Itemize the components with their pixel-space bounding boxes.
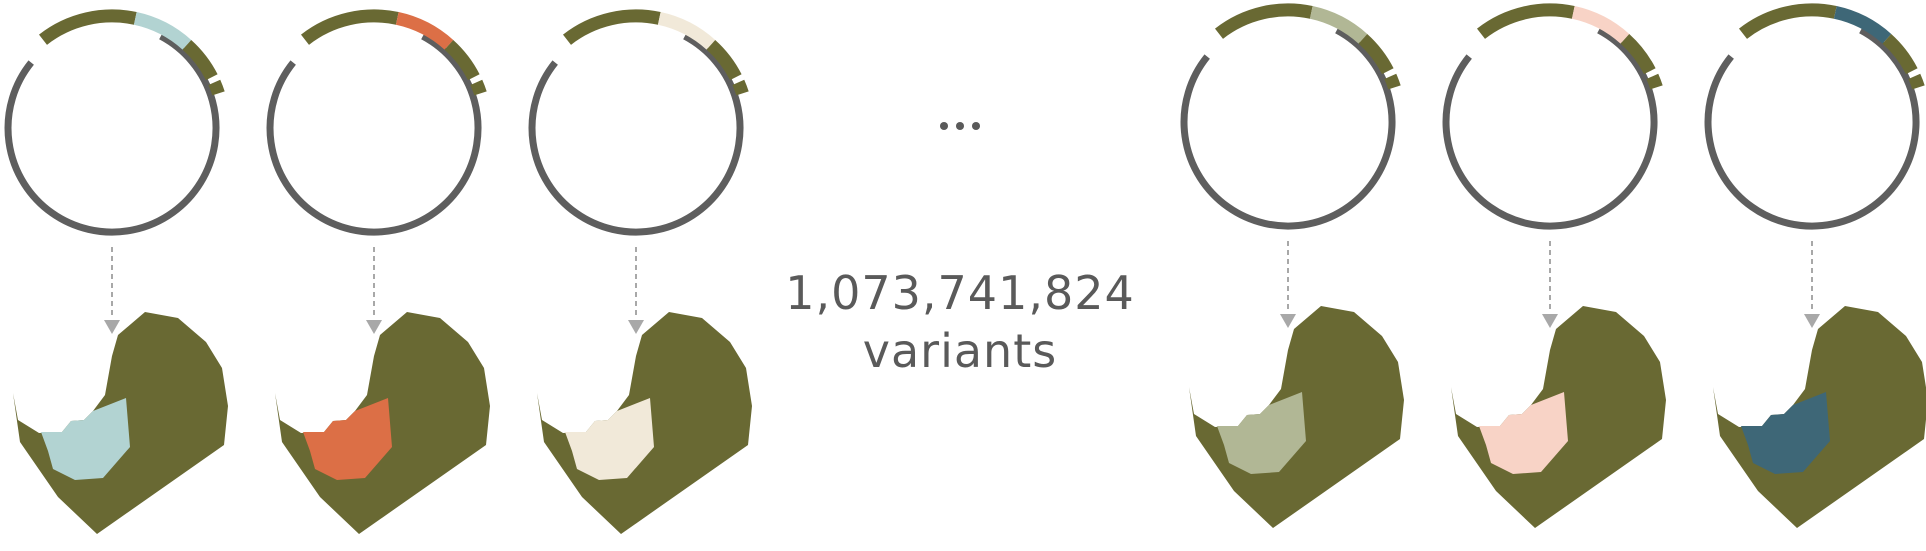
plasmid-ring [266,33,482,236]
expression-arrow-head [1804,314,1820,328]
plasmid-variant [528,9,752,534]
plasmid-backbone-arc [1646,73,1663,90]
plasmid-variant [1180,3,1404,528]
plasmid-backbone-arc [38,9,137,45]
plasmid-insert-arc [1833,6,1892,44]
plasmid-backbone-arc [182,39,218,81]
protein-variable-region [41,398,130,480]
plasmid-ring [1704,27,1920,230]
plasmid-variant [1704,3,1926,528]
plasmid-backbone-arc [1908,73,1925,90]
plasmid-backbone-arc [1738,3,1837,39]
protein-variable-region [1479,392,1568,474]
plasmid-ring [1180,27,1396,230]
plasmid-backbone-arc [300,9,399,45]
plasmid-insert-arc [657,12,716,50]
plasmid-variant [266,9,490,534]
protein-variable-region [565,398,654,480]
expression-arrow-head [1280,314,1296,328]
protein-variable-region [303,398,392,480]
plasmid-insert-arc [133,12,192,50]
plasmid-backbone-arc [444,39,480,81]
variant-count: 1,073,741,824 [785,266,1135,320]
expression-arrow-head [628,320,644,334]
plasmid-backbone-arc [1620,33,1656,75]
more-variants-ellipsis [930,100,990,130]
plasmid-ring [528,33,744,236]
expression-arrow-head [1542,314,1558,328]
plasmid-variant [4,9,228,534]
plasmid-backbone-arc [732,79,749,96]
plasmid-insert-arc [1309,6,1368,44]
plasmid-backbone-arc [1358,33,1394,75]
protein-variable-region [1217,392,1306,474]
plasmid-backbone-arc [1384,73,1401,90]
plasmid-insert-arc [395,12,454,50]
plasmid-backbone-arc [470,79,487,96]
plasmid-backbone-arc [208,79,225,96]
protein-variable-region [1741,392,1830,474]
expression-arrow-head [104,320,120,334]
plasmid-backbone-arc [1476,3,1575,39]
plasmid-variant [1442,3,1666,528]
plasmid-backbone-arc [1882,33,1918,75]
variant-count-unit: variants [862,324,1058,378]
plasmid-backbone-arc [1214,3,1313,39]
plasmid-backbone-arc [706,39,742,81]
plasmid-backbone-arc [562,9,661,45]
plasmid-insert-arc [1571,6,1630,44]
variant-layer [4,3,1926,534]
plasmid-ring [1442,27,1658,230]
expression-arrow-head [366,320,382,334]
plasmid-ring [4,33,220,236]
